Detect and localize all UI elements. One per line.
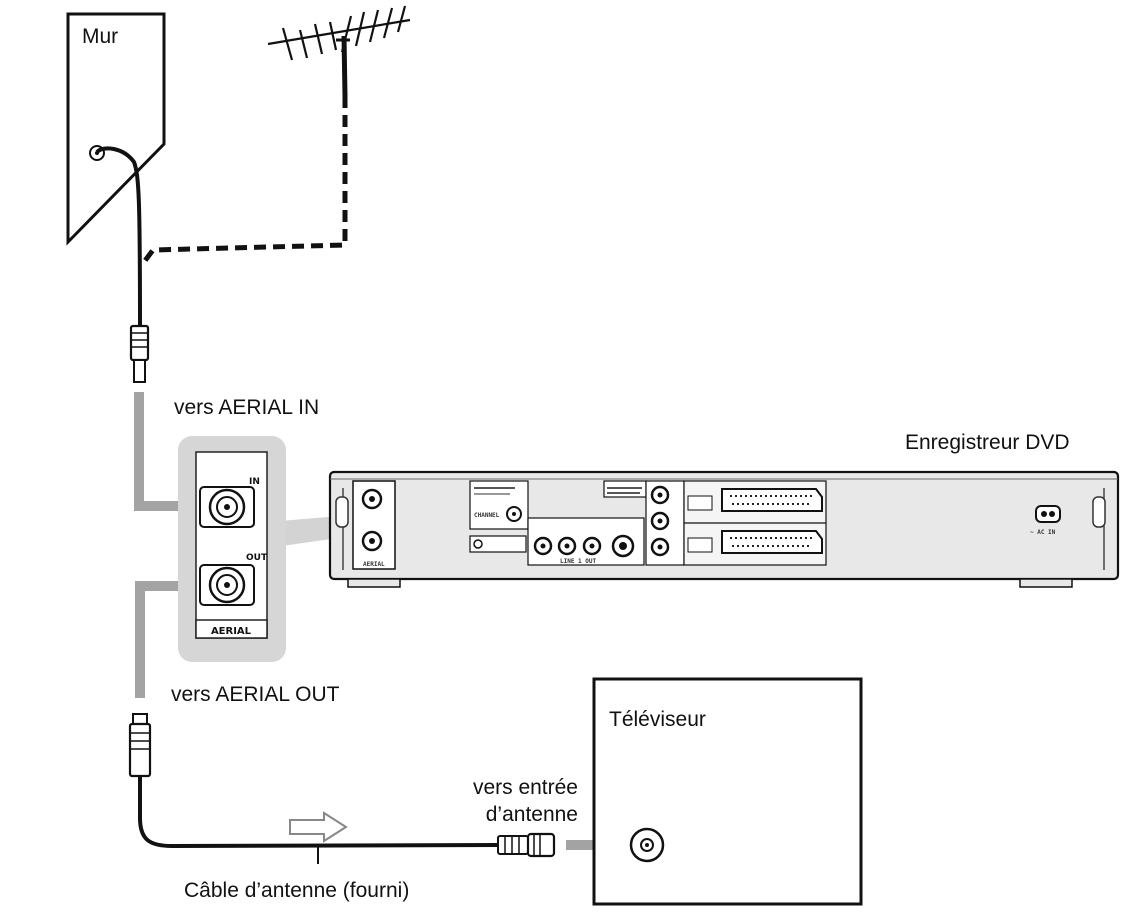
- antenna-input-label-line2: d’antenne: [485, 803, 578, 826]
- dvd-recorder: AERIAL CHANNEL LINE 1 OUT: [328, 470, 1120, 588]
- coax-plug-icon: [497, 832, 556, 858]
- dvd-channel-block: CHANNEL: [469, 480, 529, 530]
- aerial-panel-title: AERIAL: [211, 626, 252, 637]
- dvd-line-out-block: LINE 1 OUT: [527, 517, 645, 566]
- dvd-ac-inlet: ~ AC IN: [1030, 505, 1061, 536]
- aerial-in-label: vers AERIAL IN: [174, 396, 320, 419]
- wall: [66, 12, 166, 246]
- dvd-aerial-block: AERIAL: [352, 480, 396, 570]
- tv-label: Téléviseur: [609, 708, 706, 731]
- aerial-out-port-label: OUT: [246, 553, 268, 563]
- antenna-dashed-cable: [142, 96, 348, 264]
- tv-antenna-input[interactable]: [629, 827, 665, 863]
- aerial-out-port[interactable]: [199, 564, 255, 606]
- dvd-aerial-label: AERIAL: [363, 561, 385, 568]
- coax-plug-icon: [128, 713, 152, 778]
- dvd-recorder-label: Enregistreur DVD: [905, 431, 1070, 454]
- aerial-in-port[interactable]: [199, 486, 255, 528]
- antenna-cable-label: Câble d’antenne (fourni): [184, 879, 410, 902]
- tv: [592, 677, 863, 906]
- aerial-panel: IN OUT AERIAL: [178, 436, 286, 662]
- rooftop-antenna-icon: [267, 5, 411, 97]
- dvd-line-out-label: LINE 1 OUT: [560, 558, 597, 565]
- aerial-in-port-label: IN: [249, 477, 260, 487]
- wall-to-aerial-in-cable: [95, 146, 142, 331]
- wall-label: Mur: [82, 25, 119, 48]
- coax-plug-icon: [129, 324, 150, 383]
- dvd-scart-block: [683, 480, 827, 566]
- dvd-channel-label: CHANNEL: [474, 512, 500, 519]
- aerial-out-label: vers AERIAL OUT: [171, 683, 340, 706]
- antenna-cable: [138, 776, 501, 849]
- signal-flow-arrow-icon: [289, 811, 348, 843]
- dvd-ac-label: ~ AC IN: [1030, 529, 1056, 536]
- antenna-input-label-line1: vers entrée: [472, 776, 578, 799]
